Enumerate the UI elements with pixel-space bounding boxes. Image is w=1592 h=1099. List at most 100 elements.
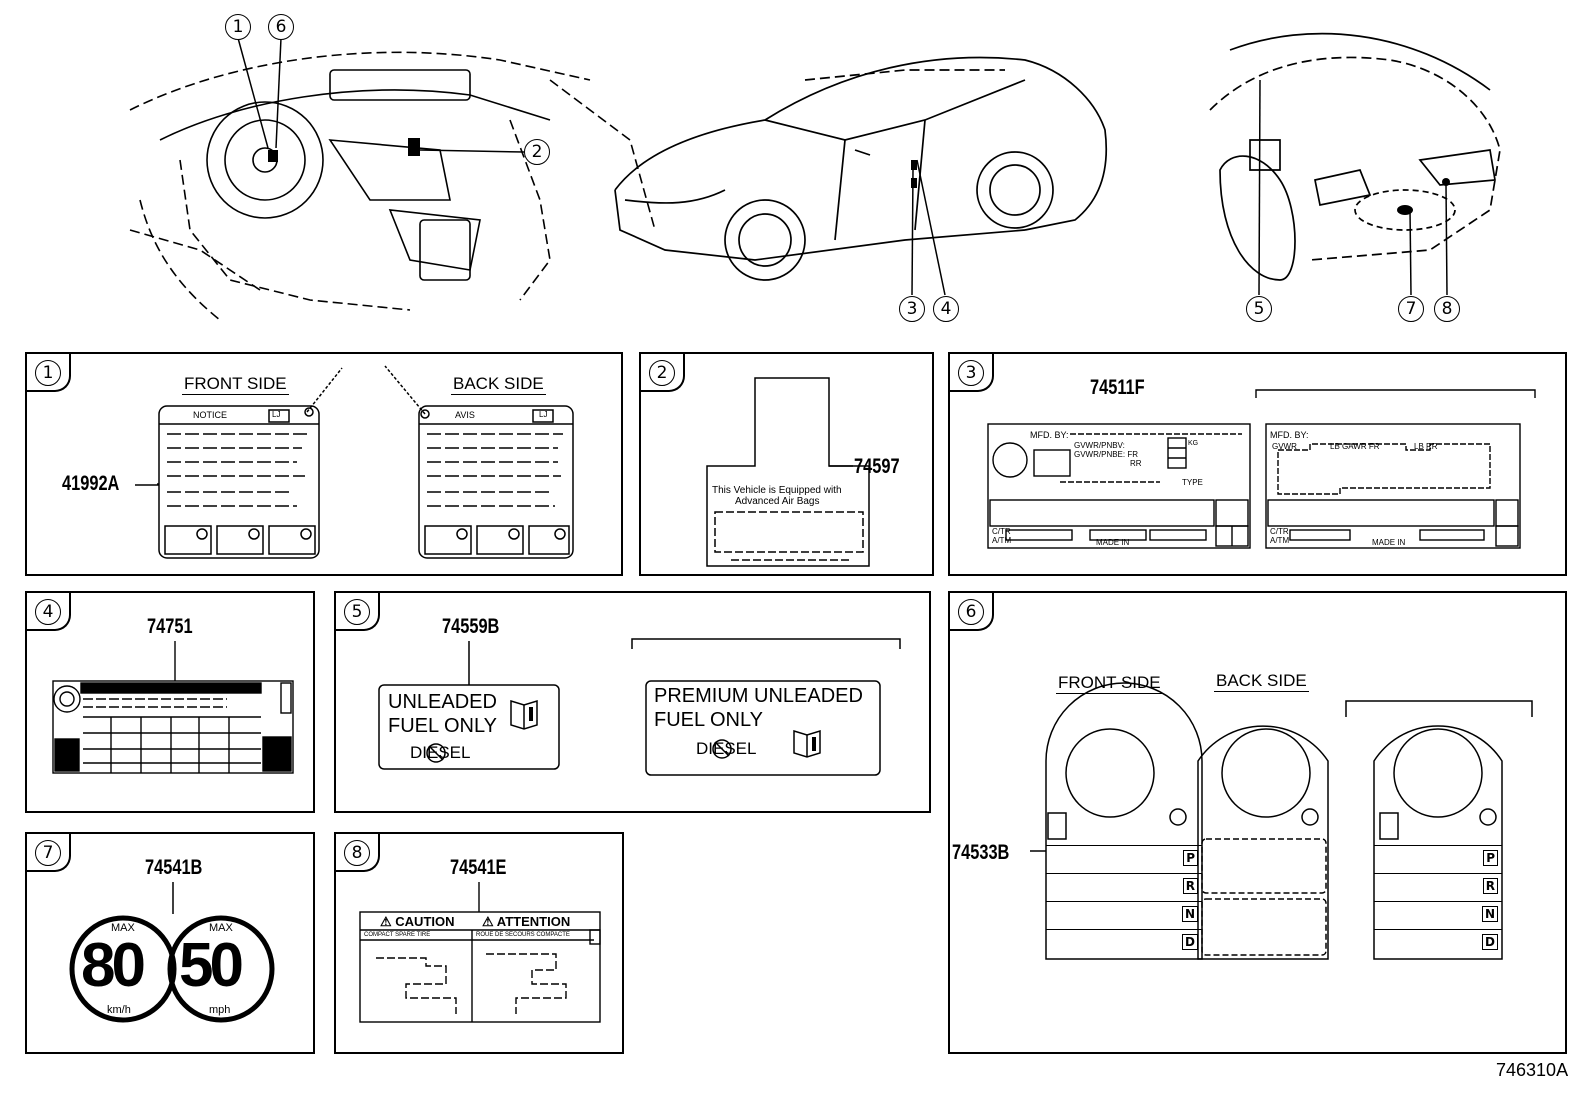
interior-illustration: [129, 51, 656, 321]
panel-tab: 4: [27, 593, 71, 631]
panel-8: 8 74541E ⚠ CAUTION ⚠ ATTENTION COMPACT S…: [334, 832, 624, 1054]
rear-illustration: [1209, 32, 1501, 281]
panel-5: 5 74559B UNLEADED FUEL ONLY DIESEL PREMI…: [334, 591, 931, 813]
certification-label-1: [987, 389, 1536, 549]
atm-label-1: A/TM: [992, 536, 1012, 545]
panel-number: 7: [35, 840, 61, 866]
panel-2: 2 74597 This Vehicle is Equipped with Ad…: [639, 352, 934, 576]
part-number-41992A: 41992A: [62, 472, 120, 495]
front-gear-rows: P R N D: [1046, 845, 1202, 957]
back-side-label: BACK SIDE: [451, 374, 546, 395]
kg-label: KG: [1188, 440, 1199, 447]
panel-tab: 5: [336, 593, 380, 631]
panel-number: 8: [344, 840, 370, 866]
fuel2-line2: FUEL ONLY: [654, 709, 763, 731]
part-number-74751: 74751: [147, 615, 193, 638]
diesel-label-2: DIESEL: [696, 739, 757, 758]
back-side-label: BACK SIDE: [1214, 671, 1309, 692]
gear-letter: R: [1182, 878, 1198, 894]
part-number-74533B: 74533B: [952, 841, 1010, 864]
hang-tag-front: [135, 367, 343, 559]
hang-tag-back: [384, 365, 574, 559]
attention-heading: ⚠ ATTENTION: [482, 914, 571, 929]
gvwr-label-2: GVWR: [1272, 442, 1297, 451]
part-number-74511F: 74511F: [1090, 376, 1145, 399]
panel-number: 5: [344, 599, 370, 625]
speed-badges: [69, 882, 275, 1023]
panel-1: 1 FRONT SIDE BACK SIDE 41992A NOTICE LJ: [25, 352, 623, 576]
panel-6: 6 FRONT SIDE BACK SIDE 74533B P R: [948, 591, 1567, 1054]
front-side-label: FRONT SIDE: [182, 374, 289, 395]
made-in-label-1: MADE IN: [1096, 538, 1130, 547]
panel-number: 3: [958, 360, 984, 386]
back-tag-code: LJ: [539, 410, 548, 419]
panel-7: 7 74541B MAX 80 km/h MAX 50 mph: [25, 832, 315, 1054]
panel-tab: 8: [336, 834, 380, 872]
callout-6: 6: [268, 14, 294, 40]
gear-row: N: [1046, 901, 1202, 930]
panel-tab: 3: [950, 354, 994, 392]
panel-number: 6: [958, 599, 984, 625]
ctr-label-2: C/TR: [1270, 527, 1289, 536]
airbag-label-outline: [706, 377, 870, 567]
callout-leaders-interior: [237, 37, 525, 153]
made-in-label-2: MADE IN: [1372, 538, 1406, 547]
kmh-unit: km/h: [107, 1004, 131, 1016]
panel-number: 2: [649, 360, 675, 386]
front-tag-code: LJ: [272, 410, 281, 419]
gear-letter: D: [1482, 934, 1498, 950]
back-tag-title: AVIS: [455, 410, 475, 420]
gvwr-label: GVWR/PNBV:: [1074, 441, 1125, 450]
caution-heading: ⚠ CAUTION: [380, 914, 455, 929]
mph-value: 50: [179, 931, 244, 1000]
gear-letter: P: [1183, 850, 1198, 866]
gear-row: R: [1046, 873, 1202, 902]
callout-5: 5: [1246, 296, 1272, 322]
gear-letter: D: [1182, 934, 1198, 950]
gear-row: R: [1374, 873, 1502, 902]
panel-tab: 7: [27, 834, 71, 872]
gawr-label: GVWR/PNBE: FR: [1074, 450, 1139, 459]
mfd-label-2: MFD. BY:: [1270, 430, 1309, 440]
part-number-74559B: 74559B: [442, 615, 500, 638]
lb-gawr-fr-label: LB GAWR FR: [1330, 442, 1380, 451]
left-column-head: COMPACT SPARE TIRE: [364, 932, 431, 938]
lb-rr-label: LB RR: [1414, 442, 1438, 451]
panel-tab: 2: [641, 354, 685, 392]
part-number-74541E: 74541E: [450, 856, 507, 879]
right-column-head: ROUE DE SECOURS COMPACTE: [476, 932, 570, 938]
gear-row: D: [1374, 929, 1502, 958]
caution-text: CAUTION: [395, 914, 455, 929]
fuel2-line1: PREMIUM UNLEADED: [654, 685, 863, 707]
gear-row: P: [1374, 845, 1502, 874]
atm-label-2: A/TM: [1270, 536, 1290, 545]
callout-3: 3: [899, 296, 925, 322]
rr-label: RR: [1130, 459, 1142, 468]
ctr-label-1: C/TR: [992, 527, 1011, 536]
gear-row: N: [1374, 901, 1502, 930]
panel-4: 4 74751: [25, 591, 315, 813]
kmh-max: MAX: [111, 922, 135, 934]
part-number-74541B: 74541B: [145, 856, 203, 879]
panel-tab: 6: [950, 593, 994, 631]
fuel-label-outlines: [378, 638, 901, 776]
callout-7: 7: [1398, 296, 1424, 322]
diesel-label-1: DIESEL: [410, 743, 471, 762]
callout-leaders-rear: [1258, 79, 1448, 296]
callout-1: 1: [225, 14, 251, 40]
mph-unit: mph: [209, 1004, 231, 1016]
airbag-label-line1: This Vehicle is Equipped with: [712, 485, 842, 496]
gear-row: P: [1046, 845, 1202, 874]
fuel1-line2: FUEL ONLY: [388, 715, 497, 737]
fuel1-line1: UNLEADED: [388, 691, 497, 713]
front-tag-title: NOTICE: [193, 410, 228, 420]
part-number-74597: 74597: [854, 455, 900, 478]
gear-letter: R: [1482, 878, 1498, 894]
panel-number: 4: [35, 599, 61, 625]
callout-4: 4: [933, 296, 959, 322]
front-side-label: FRONT SIDE: [1056, 673, 1163, 694]
mph-max: MAX: [209, 922, 233, 934]
gear-row: D: [1046, 929, 1202, 958]
gear-letter: N: [1481, 906, 1498, 922]
attention-text: ATTENTION: [496, 914, 571, 929]
